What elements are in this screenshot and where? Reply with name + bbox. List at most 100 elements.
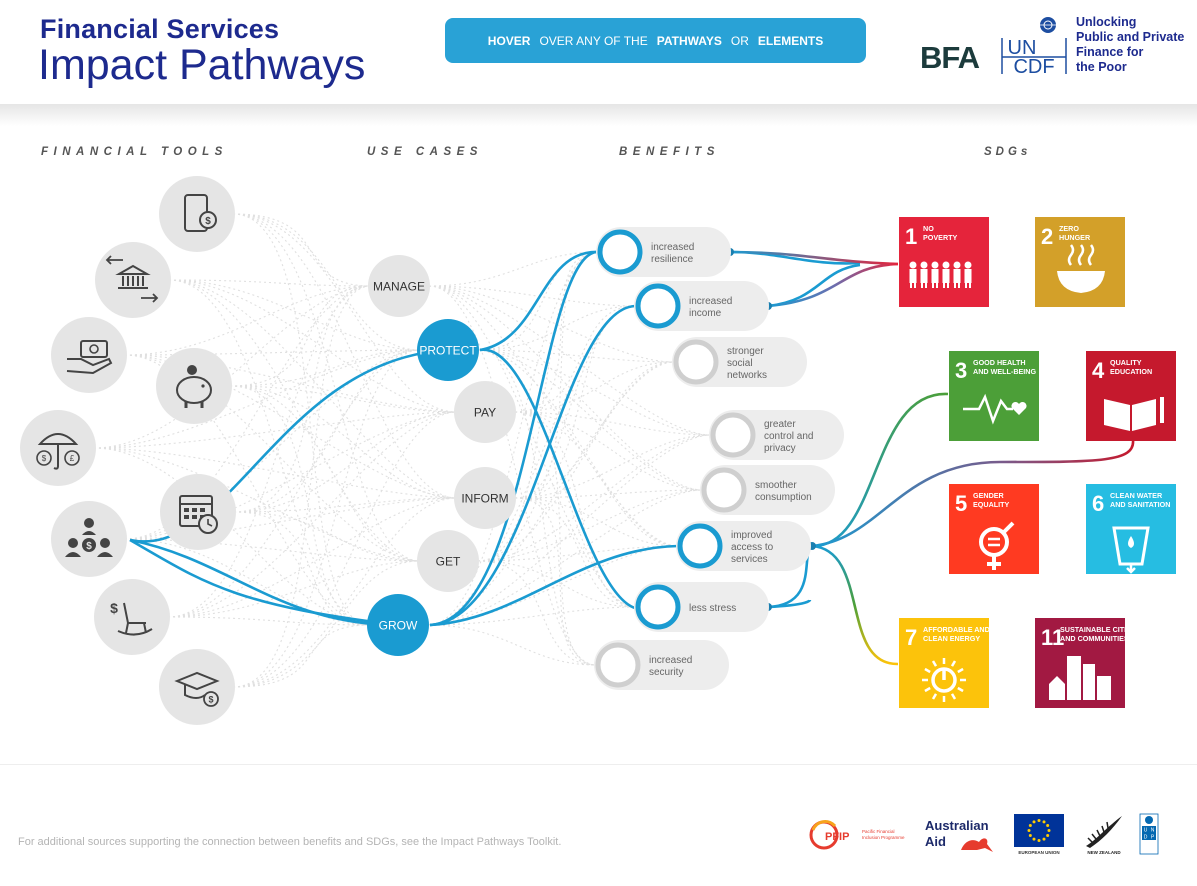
- inactive-pathway[interactable]: [124, 538, 371, 626]
- inactive-pathway[interactable]: [229, 385, 458, 413]
- inactive-pathway[interactable]: [124, 349, 421, 356]
- use-case-protect[interactable]: PROTECT: [417, 319, 479, 381]
- inactive-pathway[interactable]: [514, 489, 703, 499]
- inactive-pathway[interactable]: [93, 349, 421, 449]
- inactive-pathway[interactable]: [428, 285, 675, 363]
- financial-tool-node[interactable]: $£: [20, 410, 96, 486]
- inactive-pathway[interactable]: [168, 279, 421, 351]
- inactive-pathway[interactable]: [168, 279, 371, 626]
- use-case-pay[interactable]: PAY: [454, 381, 516, 443]
- inactive-pathway[interactable]: [514, 361, 675, 499]
- inactive-pathway[interactable]: [229, 349, 421, 387]
- sdg-pathways[interactable]: [729, 250, 1135, 666]
- inactive-pathway[interactable]: [168, 279, 458, 413]
- inactive-pathway[interactable]: [93, 285, 372, 449]
- inactive-pathway[interactable]: [428, 251, 599, 287]
- inactive-pathway[interactable]: [514, 305, 637, 499]
- inactive-pathway[interactable]: [427, 624, 597, 666]
- financial-tool-node[interactable]: $: [159, 176, 235, 252]
- inactive-pathway[interactable]: [428, 285, 712, 436]
- inactive-pathway[interactable]: [514, 497, 597, 666]
- inactive-pathway[interactable]: [514, 411, 703, 491]
- inactive-pathway[interactable]: [477, 349, 712, 436]
- inactive-pathway[interactable]: [124, 354, 458, 413]
- use-case-get[interactable]: GET: [417, 530, 479, 592]
- inactive-pathway[interactable]: [232, 213, 421, 351]
- inactive-pathway[interactable]: [477, 560, 597, 666]
- inactive-pathway[interactable]: [124, 354, 421, 562]
- benefit-node[interactable]: less stress: [634, 582, 769, 632]
- inactive-pathways[interactable]: [93, 213, 712, 688]
- use-case-manage[interactable]: MANAGE: [368, 255, 430, 317]
- inactive-pathway[interactable]: [427, 251, 599, 626]
- inactive-pathway[interactable]: [124, 285, 372, 540]
- inactive-pathway[interactable]: [477, 349, 597, 666]
- active-pathways[interactable]: [129, 250, 861, 627]
- inactive-pathway[interactable]: [232, 624, 371, 688]
- financial-tool-node[interactable]: $: [94, 579, 170, 655]
- inactive-pathway[interactable]: [124, 411, 458, 540]
- inactive-pathway[interactable]: [477, 349, 679, 547]
- inactive-pathway[interactable]: [514, 411, 597, 666]
- inactive-pathway[interactable]: [514, 361, 675, 413]
- financial-tool-node[interactable]: $: [51, 501, 127, 577]
- inactive-pathway[interactable]: [514, 411, 679, 547]
- financial-tool-node[interactable]: [160, 474, 236, 550]
- financial-tool-node[interactable]: [156, 348, 232, 424]
- inactive-pathway[interactable]: [428, 285, 703, 491]
- inactive-pathway[interactable]: [477, 305, 637, 351]
- financial-tool-node[interactable]: [51, 317, 127, 393]
- inactive-pathway[interactable]: [167, 497, 458, 618]
- inactive-pathway[interactable]: [124, 538, 421, 562]
- inactive-pathway[interactable]: [428, 285, 637, 608]
- inactive-pathway[interactable]: [477, 361, 675, 562]
- inactive-pathway[interactable]: [229, 285, 372, 387]
- inactive-pathway[interactable]: [514, 497, 637, 608]
- inactive-pathway[interactable]: [428, 285, 679, 547]
- inactive-pathway[interactable]: [168, 279, 421, 562]
- inactive-pathway[interactable]: [124, 354, 371, 626]
- inactive-pathway[interactable]: [233, 497, 458, 513]
- inactive-pathway[interactable]: [229, 385, 371, 626]
- inactive-pathway[interactable]: [477, 560, 637, 608]
- inactive-pathway[interactable]: [514, 411, 637, 608]
- inactive-pathway[interactable]: [124, 285, 372, 356]
- inactive-pathway[interactable]: [232, 497, 458, 688]
- inactive-pathway[interactable]: [93, 447, 421, 562]
- inactive-pathway[interactable]: [477, 434, 712, 562]
- inactive-pathway[interactable]: [233, 285, 372, 513]
- inactive-pathway[interactable]: [229, 385, 458, 499]
- inactive-pathway[interactable]: [232, 213, 372, 287]
- inactive-pathway[interactable]: [93, 411, 458, 449]
- use-case-grow[interactable]: GROW: [367, 594, 429, 656]
- inactive-pathway[interactable]: [232, 285, 372, 688]
- inactive-pathway[interactable]: [477, 349, 703, 491]
- inactive-pathway[interactable]: [124, 349, 421, 540]
- financial-tool-node[interactable]: [95, 242, 171, 318]
- inactive-pathway[interactable]: [477, 545, 679, 562]
- inactive-pathway[interactable]: [233, 349, 421, 513]
- inactive-pathway[interactable]: [477, 489, 703, 562]
- use-case-inform[interactable]: INFORM: [454, 467, 516, 529]
- inactive-pathway[interactable]: [514, 251, 599, 413]
- inactive-pathway[interactable]: [514, 305, 637, 413]
- inactive-pathway[interactable]: [229, 385, 421, 562]
- inactive-pathway[interactable]: [232, 560, 421, 688]
- inactive-pathway[interactable]: [232, 213, 458, 413]
- inactive-pathway[interactable]: [477, 251, 599, 351]
